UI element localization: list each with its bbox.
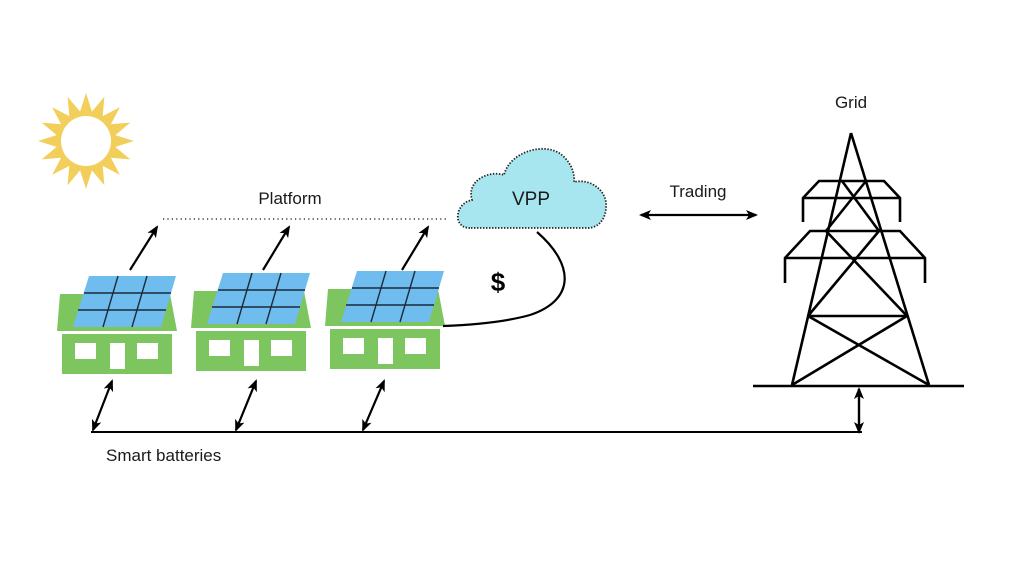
- sun-icon: [38, 93, 134, 189]
- houses-group: [57, 270, 445, 374]
- platform-label: Platform: [258, 189, 321, 208]
- solar-panel-icon: [341, 270, 444, 323]
- solar-panel-icon: [73, 275, 176, 328]
- money-symbol: $: [491, 267, 506, 297]
- house-window: [271, 340, 292, 356]
- trading-label: Trading: [669, 182, 726, 201]
- vpp-label: VPP: [512, 189, 550, 210]
- battery-arrow-3: [361, 379, 386, 432]
- house-2: [191, 272, 311, 371]
- house-3: [325, 270, 445, 369]
- house-window: [209, 340, 230, 356]
- solar-panel-icon: [207, 272, 310, 325]
- platform-arrow-3: [401, 225, 430, 271]
- battery-arrow-2: [234, 379, 258, 432]
- house-door: [378, 338, 393, 364]
- house-window: [137, 343, 158, 359]
- house-window: [405, 338, 426, 354]
- transmission-tower-icon: [783, 132, 931, 387]
- house-1: [57, 275, 177, 374]
- grid-label: Grid: [835, 93, 867, 112]
- platform-arrow-1: [129, 225, 159, 271]
- house-window: [75, 343, 96, 359]
- battery-arrow-1: [91, 379, 114, 432]
- sun-core: [61, 116, 111, 166]
- house-door: [244, 340, 259, 366]
- house-window: [343, 338, 364, 354]
- vpp-connection-curve: [442, 231, 566, 328]
- house-door: [110, 343, 125, 369]
- vpp-cloud: [456, 148, 607, 229]
- platform-arrow-2: [262, 225, 291, 271]
- smart-batteries-label: Smart batteries: [106, 446, 221, 465]
